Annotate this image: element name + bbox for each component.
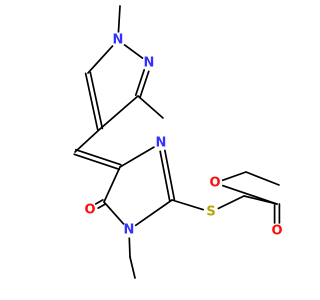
atom-background (153, 135, 169, 151)
atom-o_carbonyl: O (82, 202, 98, 218)
atom-label: N (156, 136, 167, 151)
bond-c_im5-o_carbonyl-a (94, 199, 104, 205)
bond-c_pz4-c_exo (74, 128, 101, 153)
atom-n_pz2: N (141, 55, 157, 71)
bond-c_im4-n_im3 (119, 146, 155, 168)
atom-label: O (209, 176, 220, 191)
bond-n_im3-c_im2-a (159, 150, 171, 202)
bond-c_pz4-c_pz5-b (84, 72, 99, 131)
bond-c_im2-s_thio (171, 199, 205, 211)
bond-n_im1-et1 (128, 237, 131, 258)
atom-background (82, 202, 98, 218)
bond-n_pz1-n_pz2 (123, 43, 144, 60)
bond-c_est-o_ester (221, 184, 278, 205)
atom-label: N (113, 33, 124, 48)
atom-label: S (206, 205, 215, 220)
bond-s_thio-ch2 (217, 195, 245, 210)
atom-n_pz1: N (110, 32, 126, 48)
atom-n_im1: N (121, 222, 137, 238)
atom-n_im3: N (153, 135, 169, 151)
atom-label: O (84, 203, 95, 218)
bond-c_pz5-n_pz1 (87, 45, 114, 74)
bond-c_pz4-c_pz5-a (89, 71, 104, 130)
atom-background (141, 55, 157, 71)
bond-et1-et2 (129, 256, 136, 279)
atom-label: N (144, 56, 155, 71)
bond-me1-n_pz1 (117, 5, 121, 33)
atom-background (269, 223, 285, 239)
bond-c_exo-c_im4-b (74, 148, 122, 166)
bond-c_im5-o_carbonyl-b (97, 203, 107, 209)
bond-o_ester-et3 (221, 171, 247, 182)
bond-c_im5-c_im4 (103, 166, 121, 203)
bond-c_pz3-c_pz4 (99, 95, 139, 130)
atom-o_ester: O (207, 175, 223, 191)
bond-n_im3-c_im2-b (164, 149, 176, 201)
bond-n_pz2-c_pz3-b (139, 70, 150, 98)
bond-c_exo-c_im4-a (73, 153, 121, 171)
atom-background (203, 204, 219, 220)
atom-background (110, 32, 126, 48)
atom-label: N (124, 223, 135, 238)
atom-background (121, 222, 137, 238)
bond-c_pz3-me3 (137, 95, 164, 119)
bond-c_im2-n_im1 (134, 199, 173, 227)
atom-s_thio: S (203, 204, 219, 220)
atom-label: O (271, 224, 282, 239)
bond-et3-et4 (245, 171, 280, 186)
atom-background (207, 175, 223, 191)
bond-n_pz2-c_pz3-a (134, 68, 146, 97)
bond-n_im1-c_im5 (103, 201, 125, 225)
atom-o_ester_db: O (269, 223, 285, 239)
